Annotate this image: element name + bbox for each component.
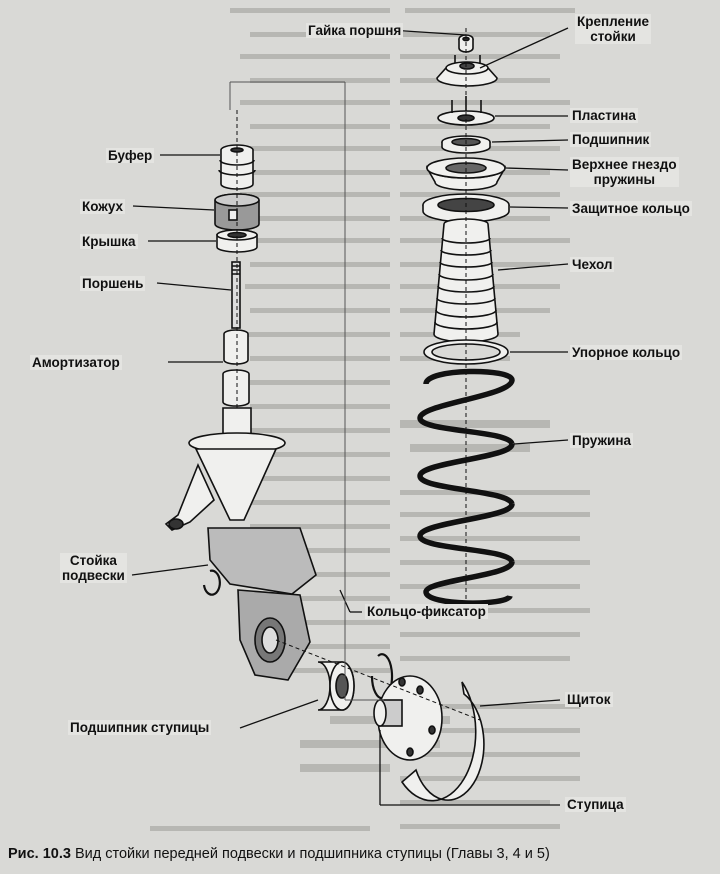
retaining-ring-small-part (202, 569, 221, 596)
label-upper-spring-seat: Верхнее гнездо пружины (570, 157, 679, 187)
label-strut: Стойка подвески (60, 553, 127, 583)
label-stop-ring: Упорное кольцо (570, 345, 683, 360)
figure-number: Рис. 10.3 (8, 846, 71, 862)
strut-mount-part (436, 55, 498, 87)
spring-part (417, 368, 515, 606)
label-shield: Щиток (565, 692, 613, 707)
shield-part (400, 681, 485, 802)
figure-caption-text: Вид стойки передней подвески и подшипник… (74, 846, 550, 862)
frame-lines (229, 81, 384, 701)
axis-lines (236, 28, 481, 721)
plate-part (437, 96, 495, 126)
label-plate: Пластина (570, 108, 638, 123)
label-hub: Ступица (565, 797, 626, 812)
cap-part (216, 229, 258, 253)
label-shock-absorber: Амортизатор (30, 355, 122, 370)
label-piston-nut: Гайка поршня (306, 23, 404, 38)
label-bump-stop: Буфер (106, 148, 155, 163)
label-boot: Чехол (570, 257, 615, 272)
label-retaining-ring: Кольцо-фиксатор (365, 604, 488, 619)
strut-body-part (164, 407, 317, 595)
label-spring: Пружина (570, 433, 633, 448)
knuckle-part (237, 589, 311, 681)
leader-lines (131, 27, 569, 806)
shock-absorber-part (222, 329, 250, 407)
hub-part (373, 675, 443, 761)
label-cap: Крышка (80, 234, 138, 249)
piston-rod-part (231, 261, 241, 329)
figure-caption: Рис. 10.3 Вид стойки передней подвески и… (8, 846, 714, 862)
hub-bearing-part (317, 661, 355, 711)
label-bearing: Подшипник (570, 132, 652, 147)
label-piston: Поршень (80, 276, 146, 291)
label-hub-bearing: Подшипник ступицы (68, 720, 212, 735)
label-cover: Кожух (80, 199, 126, 214)
label-strut-mount: Крепление стойки (575, 14, 652, 44)
label-protective-ring: Защитное кольцо (570, 201, 692, 216)
